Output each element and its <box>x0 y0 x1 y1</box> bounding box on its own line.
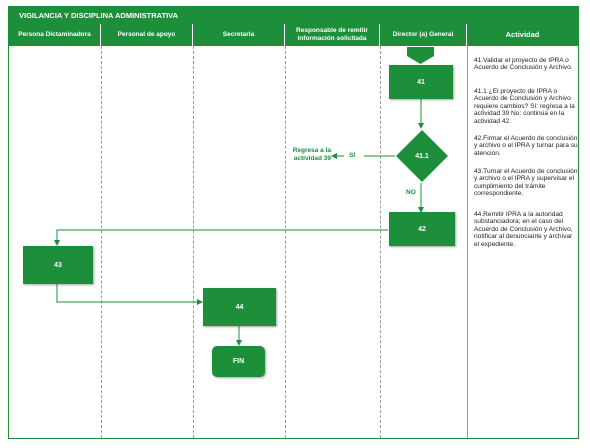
yes-label: SI <box>349 152 356 159</box>
end-terminator: FIN <box>212 346 265 377</box>
decision-diamond-41-1: 41.1 <box>396 130 448 182</box>
lane-header-responsable: Responsable de remitir información solic… <box>285 24 380 46</box>
activity-text-43: 43.Turnar el Acuerdo de conclusión y arc… <box>474 168 578 198</box>
decision-label: 41.1 <box>415 152 429 160</box>
diagram-frame <box>8 6 579 439</box>
activity-text-44: 44.Remitir IPRA a la autoridad substanci… <box>474 211 573 248</box>
decision-diamond-icon <box>396 130 448 182</box>
lane-divider <box>101 46 102 438</box>
return-note: Regresa a la actividad 39 <box>292 147 331 162</box>
diagram-title: VIGILANCIA Y DISCIPLINA ADMINISTRATIVA <box>9 7 578 24</box>
activity-box-43: 43 <box>23 246 93 284</box>
activity-text-42: 42.Firmar el Acuerdo de conclusión y arc… <box>474 135 578 157</box>
lane-header-secretaria: Secretaría <box>193 24 285 46</box>
activity-text-41-1: 41.1 ¿El proyecto de IPRA o Acuerdo de C… <box>474 88 575 125</box>
activity-box-44: 44 <box>203 288 276 326</box>
lane-divider <box>285 46 286 438</box>
lane-divider <box>193 46 194 438</box>
lane-header-actividad: Actividad <box>467 24 578 46</box>
lane-header-personal-apoyo: Personal de apoyo <box>101 24 193 46</box>
lane-divider <box>380 46 381 438</box>
lane-header-persona-dictaminadora: Persona Dictaminadora <box>9 24 101 46</box>
start-connector-icon <box>407 47 434 64</box>
lane-header-director-general: Director (a) General <box>380 24 467 46</box>
no-label: NO <box>406 189 416 196</box>
activity-box-41: 41 <box>389 65 453 99</box>
activity-text-41: 41.Validar el proyecto de IPRA o Acuerdo… <box>474 57 573 72</box>
activity-column <box>467 46 578 438</box>
activity-box-42: 42 <box>389 212 455 246</box>
